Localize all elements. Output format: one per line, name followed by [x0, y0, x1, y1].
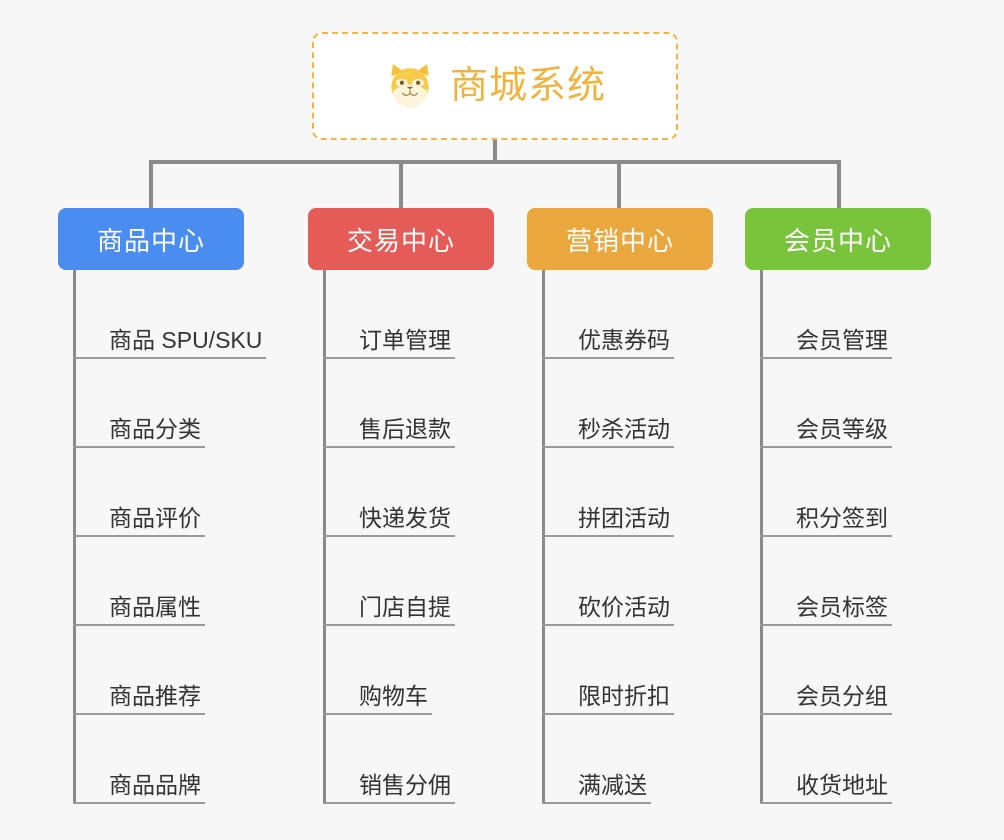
branch-header-2[interactable]: 交易中心	[308, 208, 494, 270]
leaf-label: 门店自提	[359, 593, 451, 620]
leaf-underline	[323, 535, 455, 537]
leaf-label: 砍价活动	[578, 593, 670, 620]
leaf-item[interactable]: 砍价活动	[542, 537, 674, 626]
leaf-underline	[542, 802, 651, 804]
leaf-label: 售后退款	[359, 415, 451, 442]
leaf-item[interactable]: 会员分组	[760, 626, 892, 715]
leaf-label: 商品 SPU/SKU	[109, 326, 263, 353]
leaf-label: 积分签到	[796, 504, 888, 531]
leaf-item[interactable]: 商品品牌	[73, 715, 266, 804]
leaf-label: 销售分佣	[359, 771, 451, 798]
shiba-dog-face-icon	[391, 64, 429, 108]
branch-leaves-1: 商品 SPU/SKU 商品分类 商品评价 商品属性 商品推荐 商品品牌	[73, 270, 266, 804]
leaf-item[interactable]: 积分签到	[760, 448, 892, 537]
leaf-item[interactable]: 会员等级	[760, 359, 892, 448]
leaf-item[interactable]: 商品属性	[73, 537, 266, 626]
branch-header-1[interactable]: 商品中心	[58, 208, 244, 270]
leaf-underline	[323, 446, 455, 448]
leaf-label: 商品评价	[109, 504, 201, 531]
leaf-item[interactable]: 售后退款	[323, 359, 455, 448]
leaf-item[interactable]: 会员标签	[760, 537, 892, 626]
branch-column-3: 营销中心 优惠券码 秒杀活动 拼团活动 砍价活动 限时折扣	[527, 208, 713, 804]
leaf-item[interactable]: 优惠券码	[542, 270, 674, 359]
leaf-underline	[760, 713, 892, 715]
branch-trunk-1	[73, 270, 76, 804]
leaf-item[interactable]: 商品 SPU/SKU	[73, 270, 266, 359]
leaf-underline	[323, 624, 455, 626]
connector-drop-3	[617, 160, 621, 210]
branch-column-4: 会员中心 会员管理 会员等级 积分签到 会员标签 会员分组	[745, 208, 931, 804]
leaf-underline	[542, 357, 674, 359]
leaf-label: 拼团活动	[578, 504, 670, 531]
leaf-label: 秒杀活动	[578, 415, 670, 442]
leaf-underline	[73, 624, 205, 626]
root-node[interactable]: 商城系统	[312, 32, 678, 140]
leaf-item[interactable]: 秒杀活动	[542, 359, 674, 448]
connector-horizontal-bus	[149, 160, 841, 164]
leaf-label: 限时折扣	[578, 682, 670, 709]
branch-leaves-2: 订单管理 售后退款 快递发货 门店自提 购物车 销售分佣	[323, 270, 455, 804]
leaf-item[interactable]: 收货地址	[760, 715, 892, 804]
leaf-label: 会员分组	[796, 682, 888, 709]
leaf-underline	[760, 357, 892, 359]
branch-leaves-3: 优惠券码 秒杀活动 拼团活动 砍价活动 限时折扣 满减送	[542, 270, 674, 804]
leaf-underline	[542, 446, 674, 448]
leaf-label: 商品属性	[109, 593, 201, 620]
branch-trunk-4	[760, 270, 763, 804]
connector-drop-1	[149, 160, 153, 210]
leaf-item[interactable]: 满减送	[542, 715, 674, 804]
leaf-underline	[760, 535, 892, 537]
leaf-underline	[760, 624, 892, 626]
leaf-item[interactable]: 快递发货	[323, 448, 455, 537]
branch-trunk-3	[542, 270, 545, 804]
branch-column-1: 商品中心 商品 SPU/SKU 商品分类 商品评价 商品属性 商品推荐	[58, 208, 266, 804]
connector-root-stem	[493, 140, 497, 164]
leaf-item[interactable]: 购物车	[323, 626, 455, 715]
branch-column-2: 交易中心 订单管理 售后退款 快递发货 门店自提 购物车	[308, 208, 494, 804]
leaf-underline	[323, 357, 455, 359]
leaf-label: 订单管理	[359, 326, 451, 353]
leaf-underline	[542, 624, 674, 626]
leaf-underline	[542, 535, 674, 537]
leaf-item[interactable]: 销售分佣	[323, 715, 455, 804]
leaf-item[interactable]: 订单管理	[323, 270, 455, 359]
leaf-underline	[73, 535, 205, 537]
branch-trunk-2	[323, 270, 326, 804]
leaf-label: 优惠券码	[578, 326, 670, 353]
leaf-label: 会员等级	[796, 415, 888, 442]
leaf-label: 快递发货	[359, 504, 451, 531]
leaf-item[interactable]: 商品推荐	[73, 626, 266, 715]
leaf-underline	[73, 713, 205, 715]
leaf-underline	[73, 357, 266, 359]
leaf-underline	[323, 713, 432, 715]
leaf-label: 购物车	[359, 682, 428, 709]
leaf-item[interactable]: 限时折扣	[542, 626, 674, 715]
leaf-label: 会员标签	[796, 593, 888, 620]
branch-leaves-4: 会员管理 会员等级 积分签到 会员标签 会员分组 收货地址	[760, 270, 892, 804]
leaf-label: 商品分类	[109, 415, 201, 442]
branch-header-4[interactable]: 会员中心	[745, 208, 931, 270]
leaf-item[interactable]: 商品分类	[73, 359, 266, 448]
connector-drop-4	[837, 160, 841, 210]
leaf-item[interactable]: 拼团活动	[542, 448, 674, 537]
branch-header-3[interactable]: 营销中心	[527, 208, 713, 270]
leaf-item[interactable]: 门店自提	[323, 537, 455, 626]
leaf-underline	[760, 446, 892, 448]
leaf-label: 会员管理	[796, 326, 888, 353]
leaf-label: 收货地址	[796, 771, 888, 798]
leaf-underline	[323, 802, 455, 804]
leaf-label: 商品推荐	[109, 682, 201, 709]
connector-drop-2	[399, 160, 403, 210]
leaf-underline	[73, 446, 205, 448]
leaf-item[interactable]: 会员管理	[760, 270, 892, 359]
leaf-item[interactable]: 商品评价	[73, 448, 266, 537]
leaf-label: 商品品牌	[109, 771, 201, 798]
leaf-label: 满减送	[578, 771, 647, 798]
leaf-underline	[73, 802, 205, 804]
leaf-underline	[760, 802, 892, 804]
root-title: 商城系统	[449, 65, 606, 107]
leaf-underline	[542, 713, 674, 715]
